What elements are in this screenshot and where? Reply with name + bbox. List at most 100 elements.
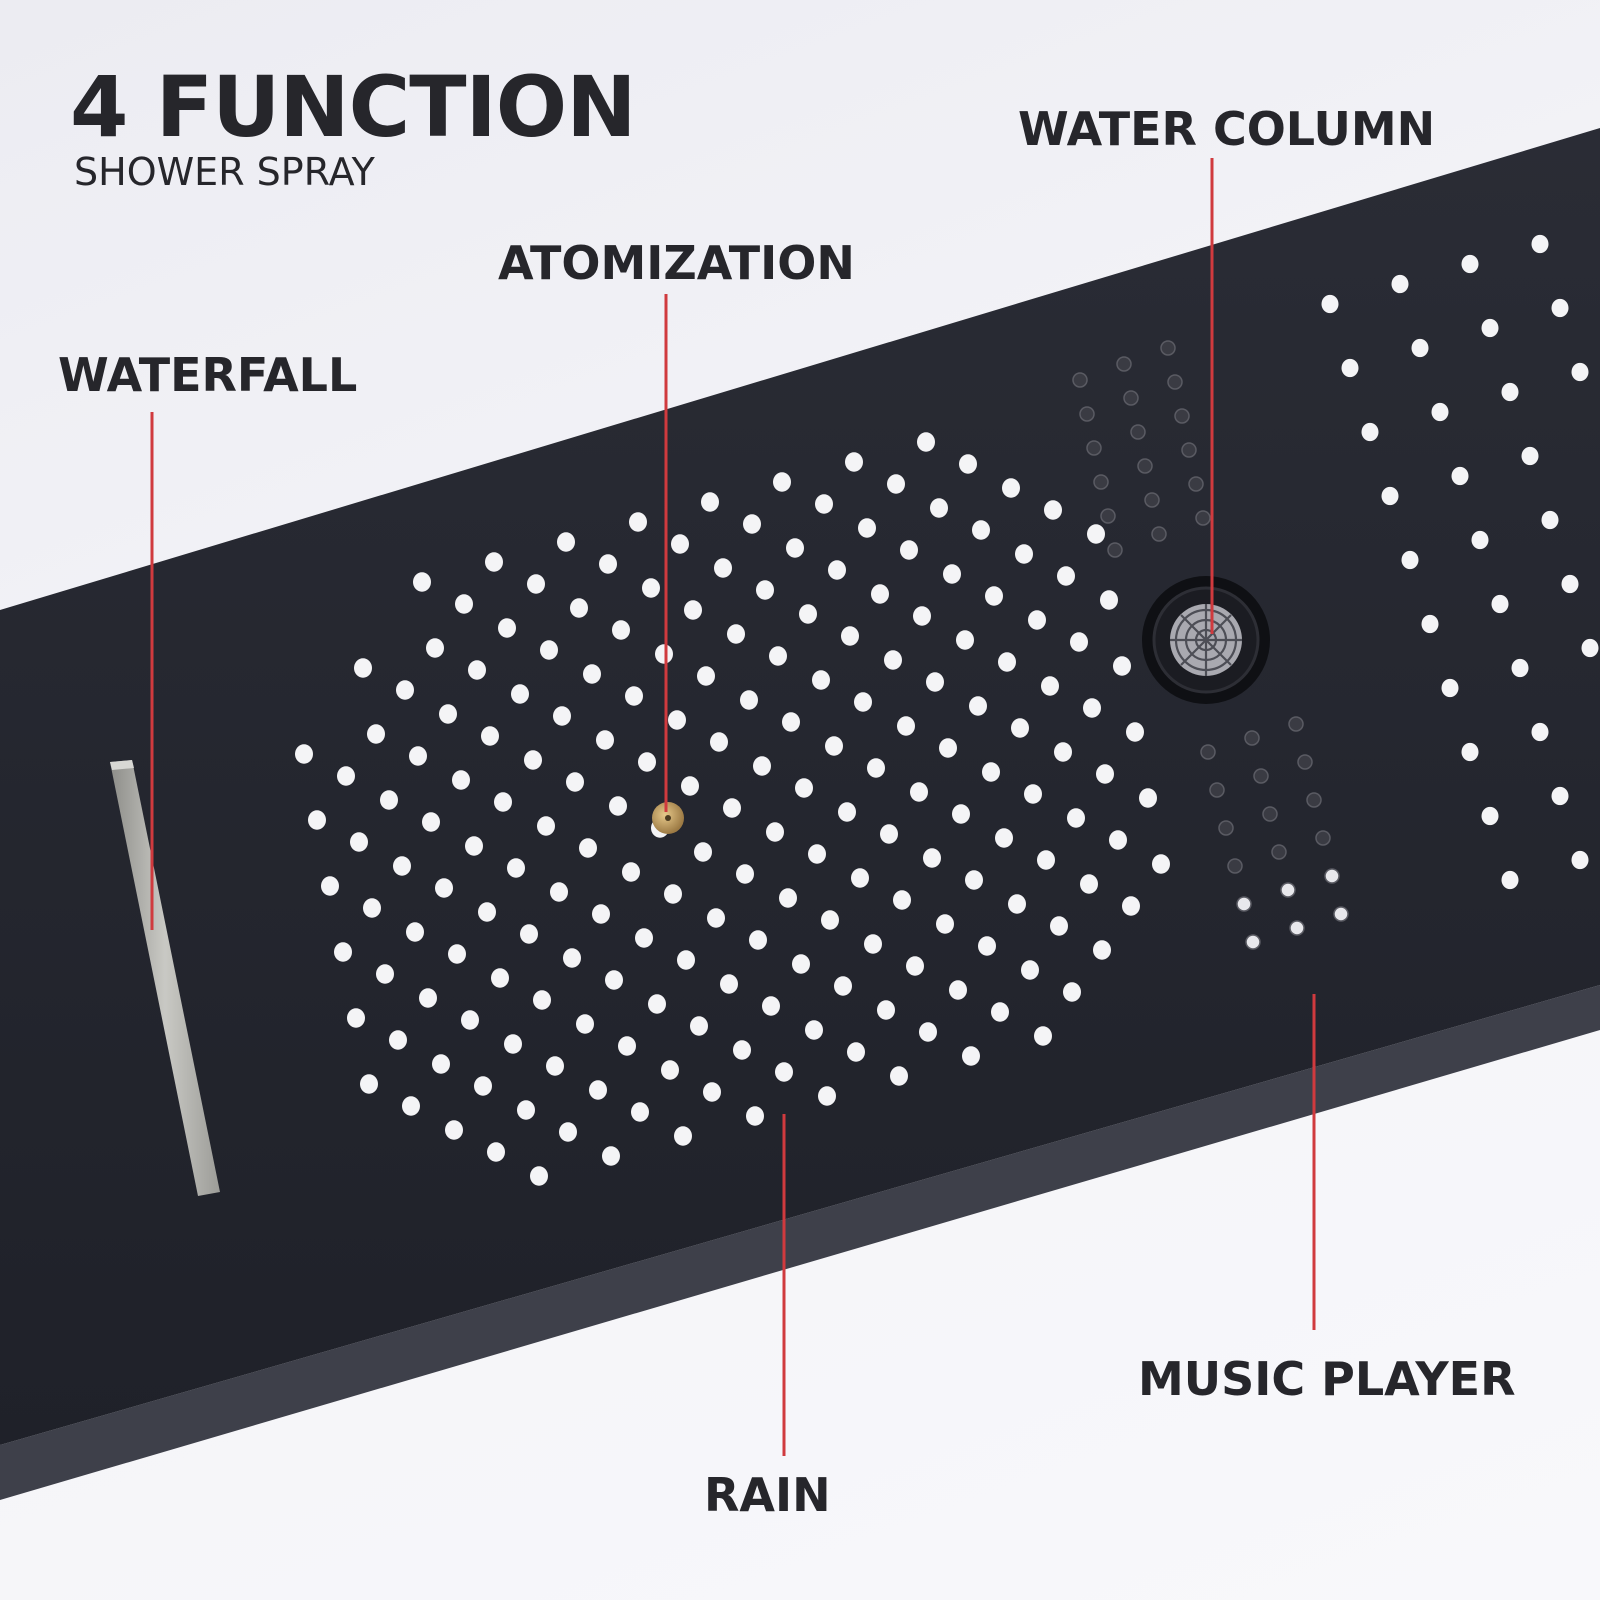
rain-nozzle-icon bbox=[749, 930, 767, 950]
rain-nozzle-icon bbox=[864, 934, 882, 954]
rain-nozzle-icon bbox=[1063, 982, 1081, 1002]
speaker-grille-icon bbox=[1262, 806, 1278, 822]
label-water-column: WATER COLUMN bbox=[1018, 102, 1436, 156]
rain-nozzle-icon bbox=[533, 990, 551, 1010]
rain-nozzle-icon bbox=[409, 746, 427, 766]
rain-nozzle-icon bbox=[845, 452, 863, 472]
rain-nozzle-icon bbox=[1037, 850, 1055, 870]
rain-nozzle-icon bbox=[743, 514, 761, 534]
rain-nozzle-icon bbox=[1321, 294, 1339, 314]
rain-nozzle-icon bbox=[900, 540, 918, 560]
rain-nozzle-icon bbox=[638, 752, 656, 772]
rain-nozzle-icon bbox=[1571, 362, 1589, 382]
rain-nozzle-icon bbox=[884, 650, 902, 670]
rain-nozzle-icon bbox=[1481, 318, 1499, 338]
leader-lines bbox=[150, 158, 1316, 1456]
rain-nozzle-icon bbox=[677, 950, 695, 970]
rain-nozzle-icon bbox=[1421, 614, 1439, 634]
rain-nozzle-icon bbox=[995, 828, 1013, 848]
rain-nozzle-icon bbox=[1551, 786, 1569, 806]
rain-nozzle-icon bbox=[461, 1010, 479, 1030]
rain-nozzle-icon bbox=[834, 976, 852, 996]
rain-nozzle-icon bbox=[923, 848, 941, 868]
rain-nozzle-icon bbox=[432, 1054, 450, 1074]
speaker-grille-icon bbox=[1079, 406, 1095, 422]
rain-nozzle-icon bbox=[402, 1096, 420, 1116]
rain-nozzle-icon bbox=[841, 626, 859, 646]
rain-nozzle-icon bbox=[618, 1036, 636, 1056]
speaker-grille-icon bbox=[1200, 744, 1216, 760]
speaker-grille-icon bbox=[1116, 356, 1132, 372]
rain-nozzle-icon bbox=[1024, 784, 1042, 804]
rain-nozzle-icon bbox=[413, 572, 431, 592]
rain-nozzle-icon bbox=[949, 980, 967, 1000]
rain-nozzle-icon bbox=[527, 574, 545, 594]
speaker-grille-icon bbox=[1297, 754, 1313, 770]
rain-nozzle-icon bbox=[494, 792, 512, 812]
rain-nozzle-icon bbox=[821, 910, 839, 930]
rain-nozzle-icon bbox=[504, 1034, 522, 1054]
rain-nozzle-icon bbox=[668, 710, 686, 730]
rain-nozzle-icon bbox=[775, 1062, 793, 1082]
rain-nozzle-icon bbox=[376, 964, 394, 984]
speaker-grille-icon bbox=[1107, 542, 1123, 558]
label-music-player: MUSIC PLAYER bbox=[1138, 1352, 1516, 1406]
rain-nozzle-icon bbox=[605, 970, 623, 990]
rain-nozzle-icon bbox=[897, 716, 915, 736]
water-column-nozzle-icon bbox=[1142, 576, 1270, 704]
rain-nozzle-icon bbox=[1041, 676, 1059, 696]
rain-nozzle-icon bbox=[714, 558, 732, 578]
rain-nozzle-icon bbox=[858, 518, 876, 538]
rain-nozzle-icon bbox=[930, 498, 948, 518]
panel-edge bbox=[0, 985, 1600, 1500]
rain-nozzle-icon bbox=[334, 942, 352, 962]
rain-nozzle-icon bbox=[1083, 698, 1101, 718]
rain-nozzle-icon bbox=[295, 744, 313, 764]
rain-nozzle-icon bbox=[919, 1022, 937, 1042]
rain-nozzle-icon bbox=[1021, 960, 1039, 980]
rain-nozzle-icon bbox=[596, 730, 614, 750]
rain-nozzle-icon bbox=[1002, 478, 1020, 498]
rain-nozzle-icon bbox=[733, 1040, 751, 1060]
rain-nozzle-icon bbox=[485, 552, 503, 572]
speaker-grille-icon bbox=[1086, 440, 1102, 456]
rain-nozzle-icon bbox=[648, 994, 666, 1014]
rain-nozzle-icon bbox=[838, 802, 856, 822]
rain-nozzle-icon bbox=[779, 888, 797, 908]
rain-nozzle-icon bbox=[893, 890, 911, 910]
rain-nozzle-icon bbox=[1461, 742, 1479, 762]
rain-nozzle-icon bbox=[642, 578, 660, 598]
rain-nozzle-icon bbox=[629, 512, 647, 532]
speaker-grille-icon bbox=[1333, 906, 1349, 922]
speaker-grille-icon bbox=[1271, 844, 1287, 860]
speaker-grille-icon bbox=[1167, 374, 1183, 390]
rain-nozzle-icon bbox=[557, 532, 575, 552]
rain-nozzle-icon bbox=[1054, 742, 1072, 762]
rain-nozzle-icon bbox=[720, 974, 738, 994]
rain-nozzle-icon bbox=[631, 1102, 649, 1122]
rain-nozzle-icon bbox=[982, 762, 1000, 782]
rain-nozzle-icon bbox=[753, 756, 771, 776]
rain-nozzle-icon bbox=[337, 766, 355, 786]
rain-nozzle-field bbox=[295, 432, 1170, 1186]
rain-nozzle-icon bbox=[887, 474, 905, 494]
rain-nozzle-icon bbox=[877, 1000, 895, 1020]
speaker-grille-icon bbox=[1100, 508, 1116, 524]
rain-nozzle-icon bbox=[818, 1086, 836, 1106]
rain-nozzle-icon bbox=[1391, 274, 1409, 294]
rain-nozzle-icon bbox=[851, 868, 869, 888]
rain-nozzle-icon bbox=[1080, 874, 1098, 894]
rain-nozzle-icon bbox=[487, 1142, 505, 1162]
rain-nozzle-icon bbox=[1501, 382, 1519, 402]
rain-nozzle-icon bbox=[1113, 656, 1131, 676]
rain-nozzle-icon bbox=[579, 838, 597, 858]
rain-nozzle-icon bbox=[1531, 234, 1549, 254]
speaker-grille-icon bbox=[1137, 458, 1153, 474]
rain-nozzle-icon bbox=[553, 706, 571, 726]
rain-nozzle-icon bbox=[906, 956, 924, 976]
rain-nozzle-icon bbox=[393, 856, 411, 876]
rain-nozzle-icon bbox=[952, 804, 970, 824]
rain-nozzle-icon bbox=[847, 1042, 865, 1062]
rain-nozzle-icon bbox=[599, 554, 617, 574]
speaker-grille-icon bbox=[1130, 424, 1146, 440]
